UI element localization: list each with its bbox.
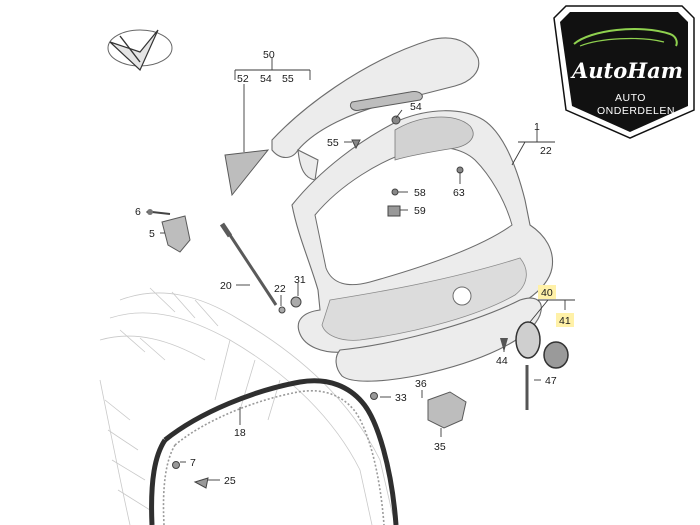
leader-lines bbox=[146, 58, 575, 481]
callout-40: 40 bbox=[541, 287, 553, 299]
callout-31: 31 bbox=[294, 274, 306, 286]
rear-spoiler bbox=[271, 37, 480, 181]
callout-22b: 22 bbox=[274, 283, 286, 295]
callout-1: 1 bbox=[534, 121, 540, 133]
clip bbox=[370, 392, 378, 400]
gas-strut bbox=[219, 222, 278, 306]
logo-line1: AUTO bbox=[615, 92, 646, 104]
trim-cover bbox=[224, 149, 270, 197]
callout-labels: 50 54 55 52 54 55 1 22 58 59 63 6 5 20 3… bbox=[135, 49, 571, 487]
clip bbox=[351, 139, 361, 150]
callout-59: 59 bbox=[414, 205, 426, 217]
vehicle-body-outline bbox=[99, 287, 396, 525]
tailgate-lock bbox=[427, 391, 467, 429]
callout-54: 54 bbox=[410, 101, 422, 113]
nut bbox=[387, 205, 401, 217]
highlight-41 bbox=[556, 313, 574, 327]
callout-55: 55 bbox=[327, 137, 339, 149]
clip bbox=[172, 461, 180, 469]
emblem bbox=[543, 341, 569, 369]
callout-5: 5 bbox=[149, 228, 155, 240]
callout-54a: 54 bbox=[260, 73, 272, 85]
bump-stop bbox=[290, 296, 302, 308]
orientation-icon bbox=[107, 29, 173, 72]
clip bbox=[193, 477, 209, 489]
hinge bbox=[161, 215, 191, 253]
clip bbox=[391, 115, 401, 125]
callout-22: 22 bbox=[540, 145, 552, 157]
callout-55a: 55 bbox=[282, 73, 294, 85]
callout-18: 18 bbox=[234, 427, 246, 439]
callout-52: 52 bbox=[237, 73, 249, 85]
screw bbox=[500, 338, 508, 352]
callout-25: 25 bbox=[224, 475, 236, 487]
callout-36: 36 bbox=[415, 378, 427, 390]
tailgate-seal bbox=[149, 378, 399, 525]
emblem-housing bbox=[515, 321, 541, 359]
clip bbox=[391, 188, 399, 196]
callout-33: 33 bbox=[395, 392, 407, 404]
callout-20: 20 bbox=[220, 280, 232, 292]
callout-50: 50 bbox=[263, 49, 275, 61]
highlight-40 bbox=[538, 285, 556, 299]
callout-58: 58 bbox=[414, 187, 426, 199]
logo-line2: ONDERDELEN bbox=[597, 105, 675, 117]
tailgate-panel bbox=[291, 110, 554, 353]
callout-47: 47 bbox=[545, 375, 557, 387]
bolt bbox=[147, 209, 171, 215]
autoham-logo: AutoHam AUTO ONDERDELEN bbox=[553, 5, 695, 139]
callout-41: 41 bbox=[559, 315, 571, 327]
callout-6: 6 bbox=[135, 206, 141, 218]
callout-63: 63 bbox=[453, 187, 465, 199]
logo-brand: AutoHam bbox=[570, 58, 683, 83]
callout-44: 44 bbox=[496, 355, 508, 367]
buffer bbox=[278, 306, 286, 314]
callout-7: 7 bbox=[190, 457, 196, 469]
callout-35: 35 bbox=[434, 441, 446, 453]
